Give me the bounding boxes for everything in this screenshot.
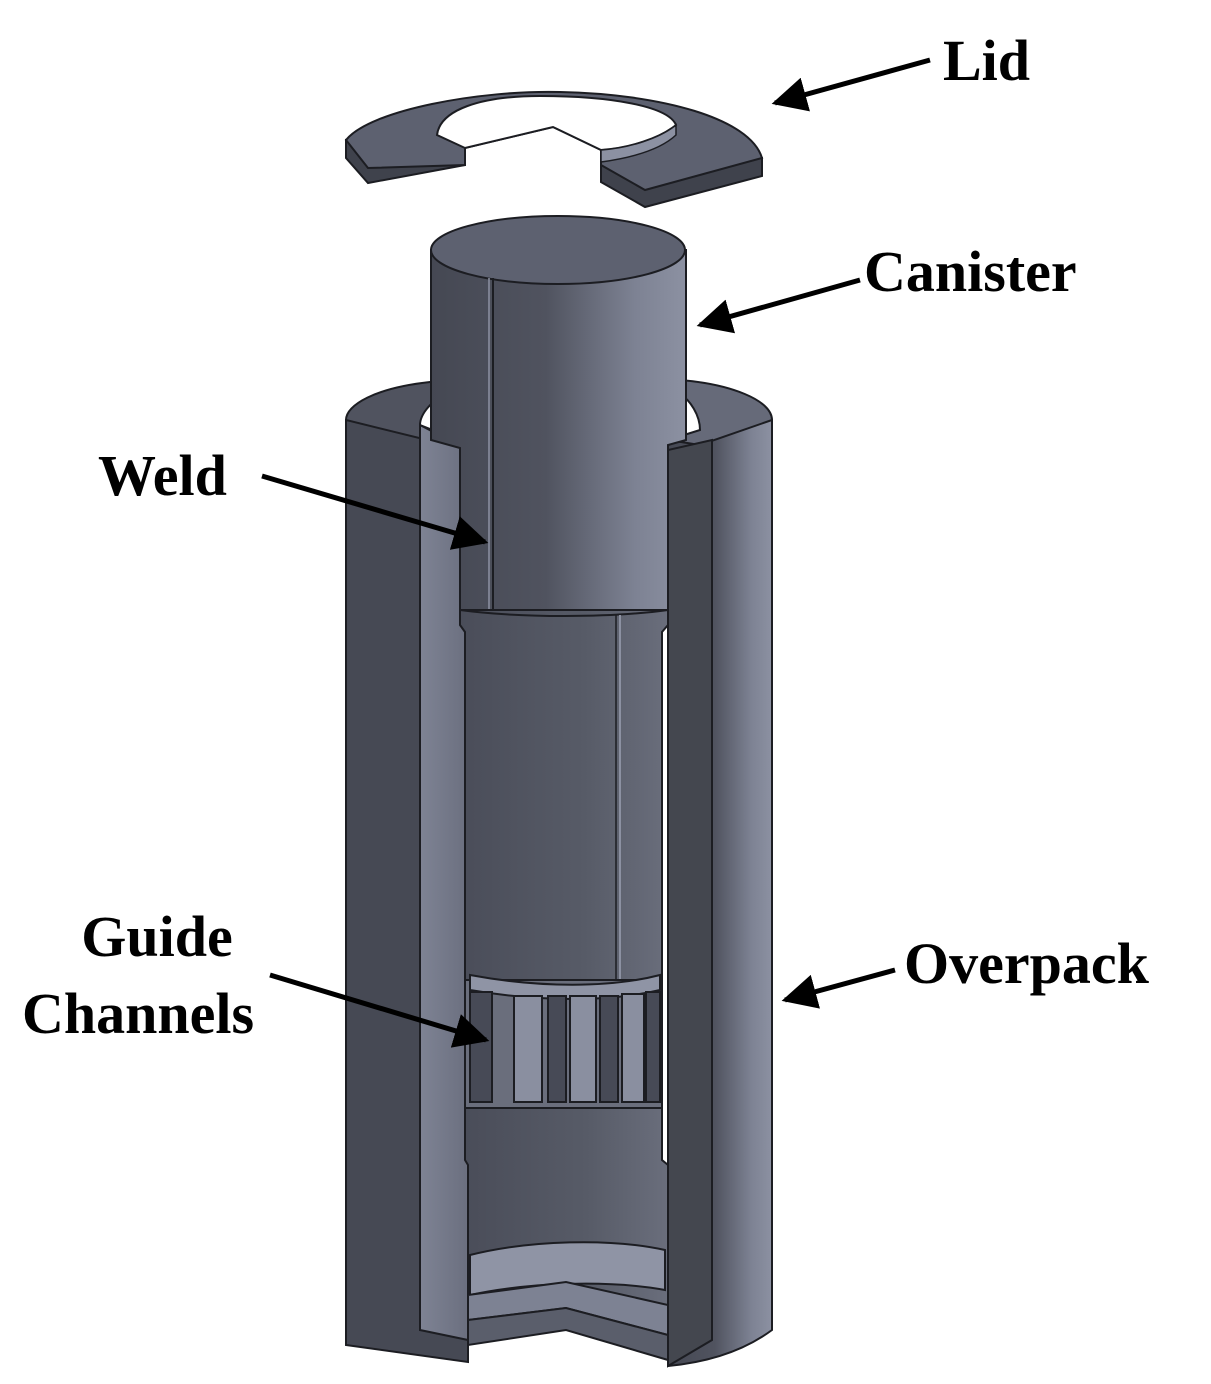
guide-channels-part bbox=[464, 973, 663, 1109]
guide-channels-arrow bbox=[269, 972, 490, 1048]
overpack-part bbox=[344, 378, 774, 1368]
label-lid: Lid bbox=[943, 28, 1031, 93]
lid-arrow bbox=[771, 57, 931, 112]
arrows bbox=[261, 57, 931, 1048]
weld-arrow bbox=[261, 473, 489, 550]
label-guide: Guide bbox=[81, 904, 233, 969]
canister-arrow bbox=[696, 277, 861, 334]
overpack-base bbox=[464, 1107, 669, 1362]
overpack-arrow bbox=[781, 967, 896, 1009]
canister-section bbox=[459, 609, 669, 981]
label-overpack: Overpack bbox=[904, 931, 1149, 996]
label-weld: Weld bbox=[98, 443, 227, 508]
canister-part bbox=[430, 215, 687, 611]
label-canister: Canister bbox=[864, 239, 1077, 304]
label-channels: Channels bbox=[22, 981, 255, 1046]
lid-part bbox=[344, 90, 764, 209]
